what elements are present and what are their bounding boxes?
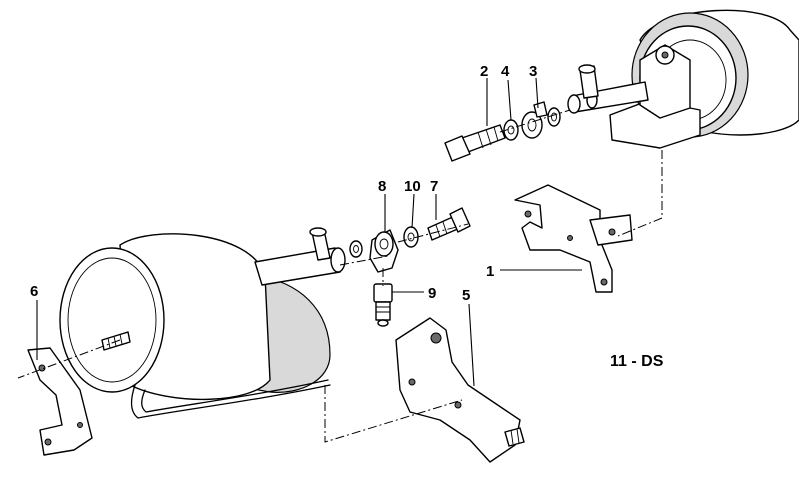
callout-7: 7 <box>430 178 438 195</box>
callout-3: 3 <box>529 63 537 80</box>
bracket-part-1 <box>514 184 633 293</box>
bolt-part-7 <box>427 207 471 241</box>
alignment-lines <box>17 109 663 443</box>
leader-lines <box>36 77 582 387</box>
lower-vacuum-unit <box>59 227 346 419</box>
callout-2: 2 <box>480 63 488 80</box>
nipple-part-9 <box>373 283 393 327</box>
diagram-code: 11 - DS <box>610 353 664 370</box>
callout-10: 10 <box>404 178 421 195</box>
banjo-fitting-part-8 <box>349 229 399 273</box>
banjo-fitting-part-3 <box>521 101 561 139</box>
callout-labels: 2 4 3 8 10 7 1 9 5 6 11 - DS <box>30 63 664 370</box>
callout-4: 4 <box>501 63 510 80</box>
callout-8: 8 <box>378 178 386 195</box>
callout-6: 6 <box>30 283 38 300</box>
callout-1: 1 <box>486 263 494 280</box>
callout-9: 9 <box>428 285 436 302</box>
bracket-part-5 <box>395 317 525 463</box>
upper-vacuum-unit <box>567 9 799 149</box>
callout-5: 5 <box>462 287 470 304</box>
bolt-part-2 <box>444 124 506 162</box>
